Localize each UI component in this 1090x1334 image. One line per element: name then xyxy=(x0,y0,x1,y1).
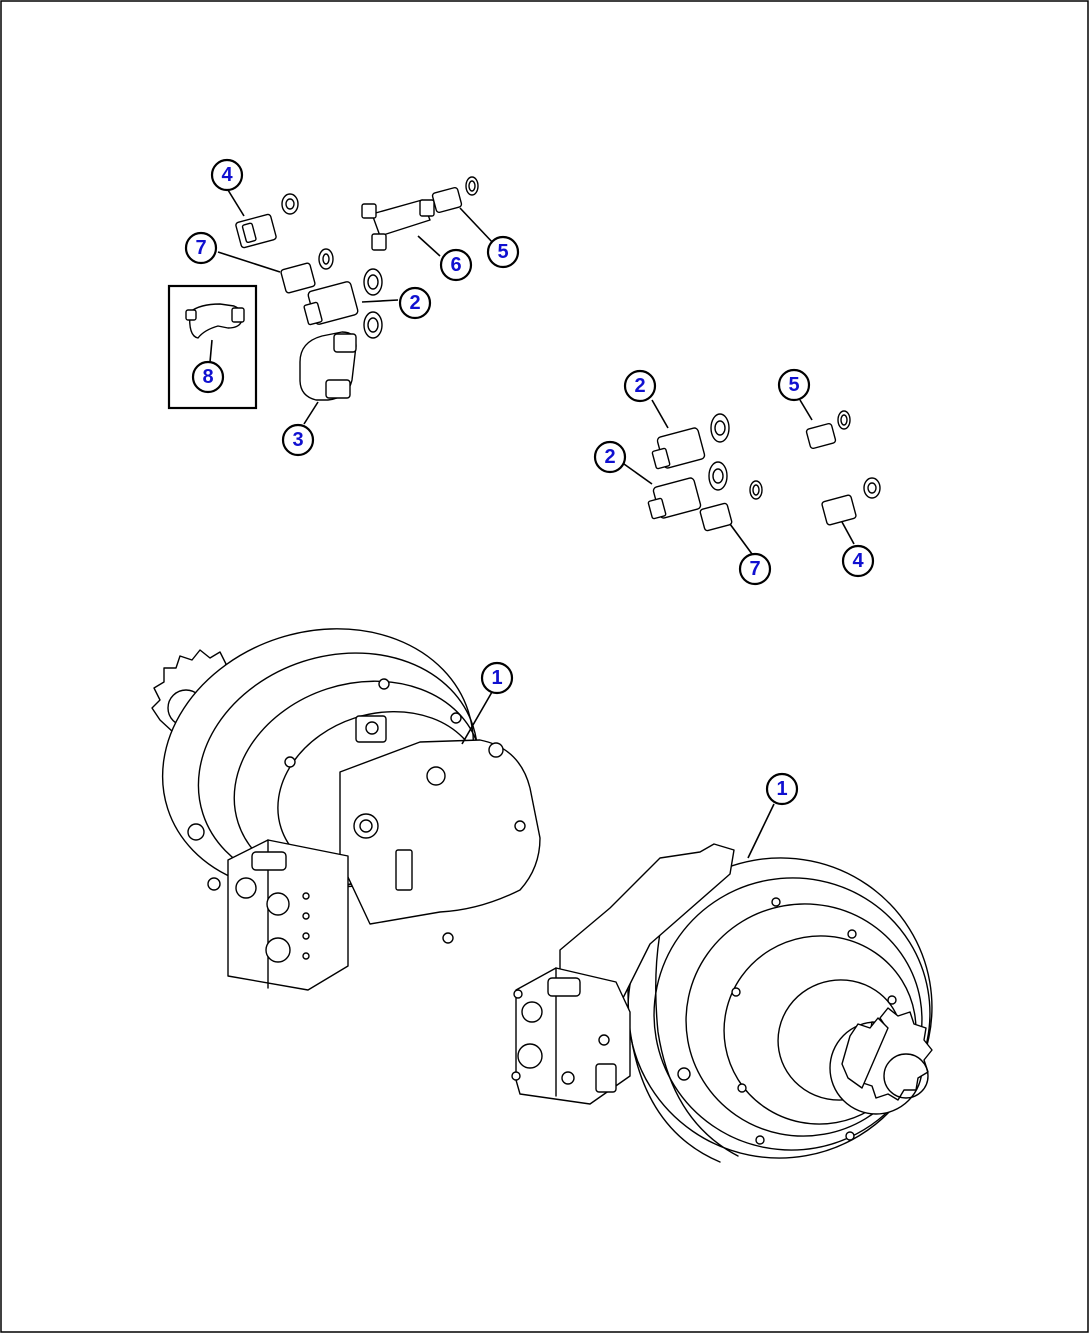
connector-fitting-5 xyxy=(431,176,479,214)
callout-number: 8 xyxy=(202,366,213,388)
callout-balloon: 4 xyxy=(841,544,875,578)
callout-balloon: 7 xyxy=(738,552,772,586)
callout-balloon: 7 xyxy=(184,231,218,265)
callout-balloon: 2 xyxy=(593,440,627,474)
upper-right-fitting-group xyxy=(623,399,881,555)
callout-number: 6 xyxy=(450,254,461,276)
connector-fitting-7-right xyxy=(699,480,763,532)
callout-number: 1 xyxy=(491,667,502,689)
tee-fitting-6 xyxy=(361,199,435,251)
callout-number: 2 xyxy=(604,446,615,468)
callout-balloon: 3 xyxy=(281,423,315,457)
travel-motor-right xyxy=(511,803,933,1163)
connector-fitting-4 xyxy=(235,193,299,249)
callout-number: 4 xyxy=(852,550,864,572)
connector-fitting-5-right xyxy=(805,410,851,450)
callout-balloon: 8 xyxy=(191,360,225,394)
connector-fitting-2 xyxy=(303,268,383,339)
callout-balloon: 1 xyxy=(480,661,514,695)
connector-fitting-4-right xyxy=(821,477,881,526)
elbow-fitting-3 xyxy=(299,331,357,401)
callout-balloons: 4 7 6 5 2 8 3 2 xyxy=(184,158,875,806)
callout-balloon: 1 xyxy=(765,772,799,806)
callout-number: 1 xyxy=(776,778,787,800)
callout-number: 3 xyxy=(292,429,303,451)
callout-number: 5 xyxy=(497,241,508,263)
callout-balloon: 5 xyxy=(777,368,811,402)
callout-balloon: 2 xyxy=(623,369,657,403)
connector-fitting-2-upper xyxy=(651,413,730,470)
callout-balloon: 4 xyxy=(210,158,244,192)
connector-fitting-7 xyxy=(280,248,334,294)
callout-number: 2 xyxy=(634,375,645,397)
callout-balloon: 5 xyxy=(486,235,520,269)
callout-number: 7 xyxy=(749,558,760,580)
callout-number: 2 xyxy=(409,292,420,314)
callout-number: 5 xyxy=(788,374,799,396)
callout-balloon: 6 xyxy=(439,248,473,282)
boxed-elbow-8 xyxy=(167,284,258,410)
travel-motor-left xyxy=(151,628,541,991)
upper-left-fitting-group xyxy=(167,176,495,425)
callout-number: 7 xyxy=(195,237,206,259)
connector-fitting-2-lower xyxy=(647,461,728,520)
callout-balloon: 2 xyxy=(398,286,432,320)
callout-number: 4 xyxy=(221,164,233,186)
